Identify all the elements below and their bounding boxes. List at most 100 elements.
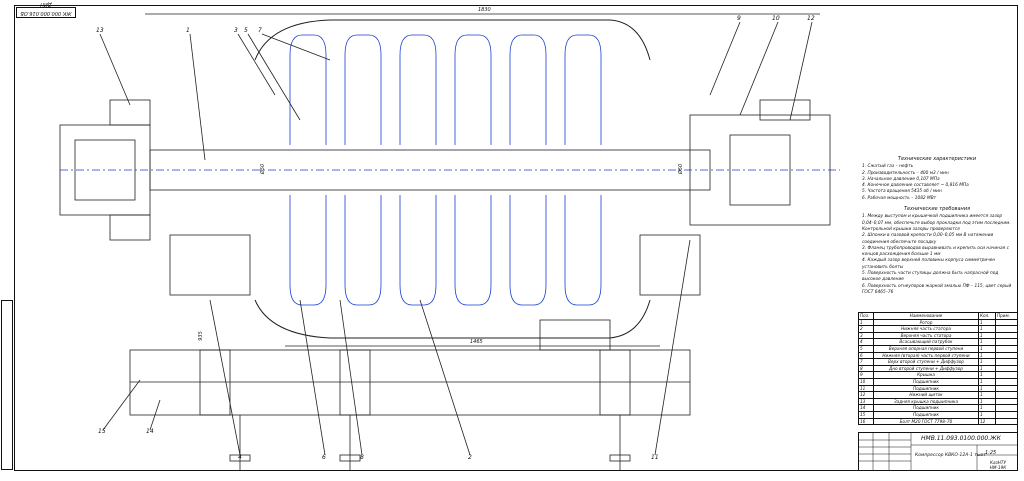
spec-cell: [995, 371, 1018, 379]
spec-cell: Нижний щиток: [873, 391, 979, 399]
spec-cell: 15: [858, 410, 874, 419]
spec-cell: [995, 318, 1018, 327]
drawing-code: НМВ.11.093.0100.000.ЖК: [921, 435, 1001, 442]
callout-1: 1: [186, 27, 190, 34]
impeller-channel: [454, 34, 492, 145]
spec-header-row: Поз. Наименование Кол. Прим.: [858, 312, 1018, 320]
spec-cell: 12: [978, 417, 996, 426]
spec-header: Наименование: [873, 312, 979, 320]
callout-3: 3: [234, 27, 238, 34]
tech-char-item: 5. Частота вращения 5435 об / мин: [862, 189, 942, 195]
spec-cell: 1: [978, 318, 996, 327]
spec-cell: 1: [978, 331, 996, 340]
spec-cell: Крышка: [873, 371, 979, 379]
spec-cell: 1: [978, 377, 996, 386]
spec-cell: Подшипник: [873, 410, 979, 419]
spec-cell: Нижняя (вторая) часть первой ступени: [873, 351, 979, 360]
spec-cell: 1: [978, 397, 996, 406]
spec-cell: 4: [858, 338, 874, 346]
spec-cell: [995, 377, 1018, 386]
spec-cell: 14: [858, 404, 874, 412]
callout-12: 12: [807, 15, 815, 22]
tech-char-item: 3. Начальное давление 0,107 МПа: [862, 176, 940, 182]
spec-cell: 5: [858, 344, 874, 353]
dim-vertical: 935: [197, 331, 204, 341]
spec-cell: [995, 364, 1018, 373]
callout-15: 15: [98, 428, 106, 435]
spec-cell: Болт М20 ГОСТ 7798–70: [873, 417, 979, 426]
spec-cell: 12: [858, 391, 874, 399]
spec-cell: 6: [858, 351, 874, 360]
tech-req-item: 1. Между выступом и крышечкой подшипника…: [862, 214, 1011, 232]
sheet-frame: [14, 5, 1018, 471]
spec-cell: 8: [858, 364, 874, 373]
spec-cell: Подшипник: [873, 404, 979, 412]
tech-req-item: 3. Фланец трубопроводов выравнивать и кр…: [862, 245, 1009, 258]
callout-9: 9: [737, 15, 741, 22]
impeller-channel: [564, 34, 602, 145]
callout-7: 7: [258, 27, 262, 34]
spec-cell: 1: [978, 344, 996, 353]
spec-cell: 11: [858, 384, 874, 393]
spec-cell: 1: [978, 358, 996, 366]
callout-11: 11: [651, 454, 659, 461]
callout-2: 2: [468, 454, 472, 461]
dim-lower-length: 1465: [470, 339, 483, 345]
spec-cell: Верх второй ступени + Диффузор: [873, 358, 979, 366]
tech-char-item: 4. Конечное давление составляет ~ 0,816 …: [862, 183, 969, 189]
dim-shaft-left: Ø50: [260, 163, 267, 175]
dim-shaft-right: Ø50: [678, 163, 685, 175]
callout-10: 10: [772, 15, 780, 22]
spec-cell: 3: [858, 331, 874, 340]
spec-cell: [995, 384, 1018, 393]
spec-cell: 9: [858, 371, 874, 379]
impeller-channel: [289, 195, 327, 306]
spec-cell: 1: [978, 404, 996, 412]
drawing-scale: 1:25: [985, 450, 997, 456]
tech-char-item: 1. Сжатый газ – нефть: [862, 164, 914, 170]
spec-cell: [995, 358, 1018, 366]
spec-cell: 1: [978, 391, 996, 399]
spec-cell: Верхняя часть статора: [873, 331, 979, 340]
title-block: НМВ.11.093.0100.000.ЖК Компрессор КВКО-1…: [858, 432, 1018, 471]
spec-cell: [995, 331, 1018, 340]
spec-cell: 1: [978, 384, 996, 393]
spec-cell: [995, 417, 1018, 426]
tech-char-item: 2. Производительность – 400 м3 / мин: [862, 170, 949, 176]
spec-cell: [995, 338, 1018, 346]
impeller-channel: [344, 34, 382, 145]
callout-13: 13: [96, 27, 104, 34]
spec-cell: [995, 410, 1018, 419]
spec-cell: 7: [858, 358, 874, 366]
impeller-channel: [399, 195, 437, 306]
spec-cell: 1: [978, 364, 996, 373]
spec-cell: Дно второй ступени + Диффузор: [873, 364, 979, 373]
impeller-channel: [564, 195, 602, 306]
spec-cell: Задняя крышка подшипника: [873, 397, 979, 406]
title-block-grid: [859, 433, 1017, 470]
spec-cell: 16: [858, 417, 874, 426]
callout-4: 4: [238, 454, 242, 461]
spec-cell: Подшипник: [873, 377, 979, 386]
spec-cell: 13: [858, 397, 874, 406]
dim-overall-length: 1830: [478, 7, 491, 13]
tech-requirements-title: Технические требования: [903, 206, 971, 213]
callout-5: 5: [244, 27, 248, 34]
spec-header: Кол.: [978, 312, 996, 320]
callout-14: 14: [146, 428, 154, 435]
impeller-channel: [289, 34, 327, 145]
spec-cell: [995, 344, 1018, 353]
